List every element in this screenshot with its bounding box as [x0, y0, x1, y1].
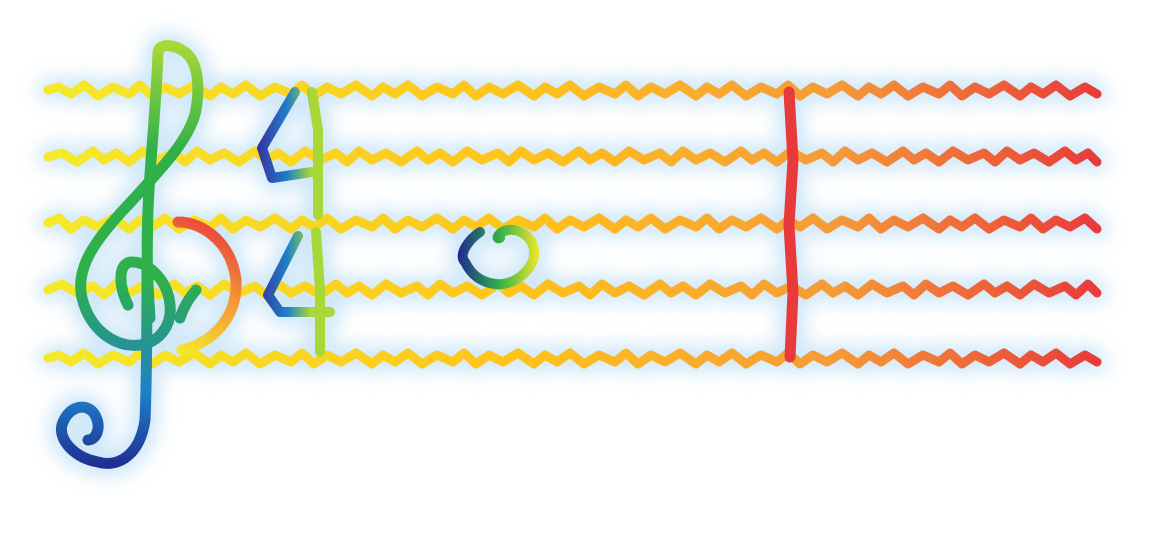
- time-signature-top-4: 4: [257, 87, 323, 220]
- treble-clef: [55, 40, 242, 469]
- staff-line-2: [43, 146, 1102, 167]
- glow-stroke: [47, 31, 212, 478]
- whole-note: [457, 224, 540, 290]
- time-signature-bottom-4: 4: [263, 227, 335, 357]
- treble-clef-stroke: [55, 40, 204, 469]
- time-signature: 4 4: [257, 87, 335, 357]
- blue-glow-halo: [37, 31, 1108, 478]
- barline: [783, 86, 799, 363]
- staff-line-1: [43, 80, 1102, 101]
- staff-line-4: [43, 279, 1102, 300]
- bass-clef-curl: [172, 216, 242, 356]
- staff: [43, 80, 1102, 369]
- staff-line-5: [43, 348, 1102, 369]
- staff-line-3: [43, 213, 1102, 234]
